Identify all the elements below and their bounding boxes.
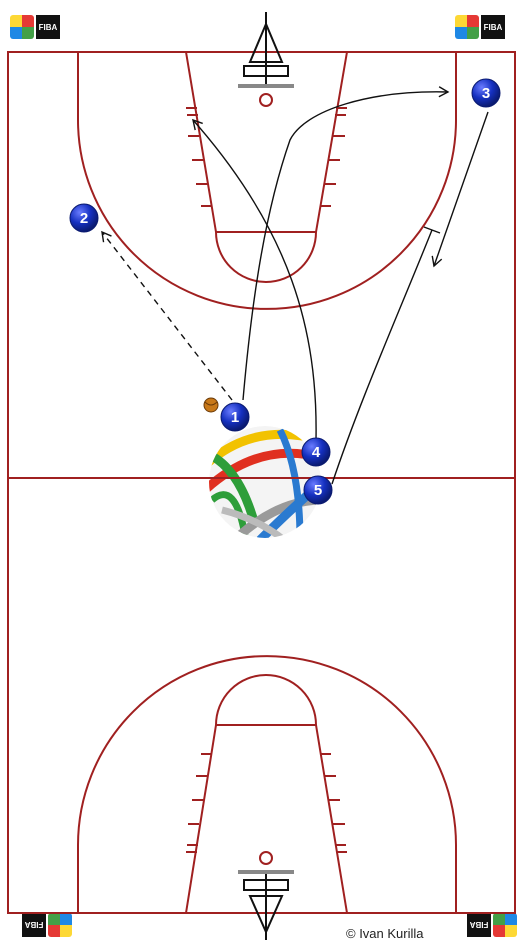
- player-2-label: 2: [80, 210, 88, 227]
- player-1: 1: [220, 402, 250, 432]
- free-throw-circle-top: [215, 231, 317, 283]
- fiba-wordmark: FIBA: [36, 15, 60, 39]
- fiba-logo-top-left: FIBA: [10, 15, 72, 39]
- basket-stanchion-bottom: [238, 870, 294, 940]
- path-player4-cut: [192, 118, 317, 441]
- key-left-bottom: [185, 724, 217, 914]
- player-4-label: 4: [312, 444, 321, 461]
- free-throw-circle-bottom: [215, 674, 317, 726]
- basket-stanchion-top: [238, 12, 294, 88]
- player-1-label: 1: [231, 409, 239, 426]
- path-pass-1-to-2: [101, 230, 233, 401]
- court-boundary: [7, 51, 516, 914]
- player-3-label: 3: [482, 85, 490, 102]
- path-player3-cut: [431, 111, 489, 268]
- fiba-logo-top-right: FIBA: [455, 15, 517, 39]
- fiba-globe-icon: [10, 15, 34, 39]
- three-point-line-top: [77, 52, 457, 310]
- key-right-top: [315, 51, 348, 233]
- copyright-credit: © Ivan Kurilla: [346, 926, 424, 941]
- rim-bottom: [259, 851, 273, 865]
- player-4: 4: [301, 437, 331, 467]
- movement-paths: [101, 86, 489, 485]
- player-5-label: 5: [314, 482, 322, 499]
- path-player1-cut: [242, 86, 450, 401]
- three-point-line-bottom: [77, 655, 457, 913]
- court-lines: [7, 51, 516, 914]
- key-right-bottom: [315, 724, 348, 914]
- key-left-top: [185, 51, 217, 233]
- basketball-icon: [203, 397, 219, 413]
- lane-marks-bottom: [186, 753, 347, 853]
- rim-top: [259, 93, 273, 107]
- path-player5-screen: [331, 229, 433, 485]
- player-3: 3: [471, 78, 501, 108]
- player-2: 2: [69, 203, 99, 233]
- lane-marks-top: [186, 107, 347, 207]
- fiba-globe-icon: [455, 15, 479, 39]
- fiba-wordmark: FIBA: [481, 15, 505, 39]
- player-5: 5: [303, 475, 333, 505]
- screen-bar: [423, 226, 441, 234]
